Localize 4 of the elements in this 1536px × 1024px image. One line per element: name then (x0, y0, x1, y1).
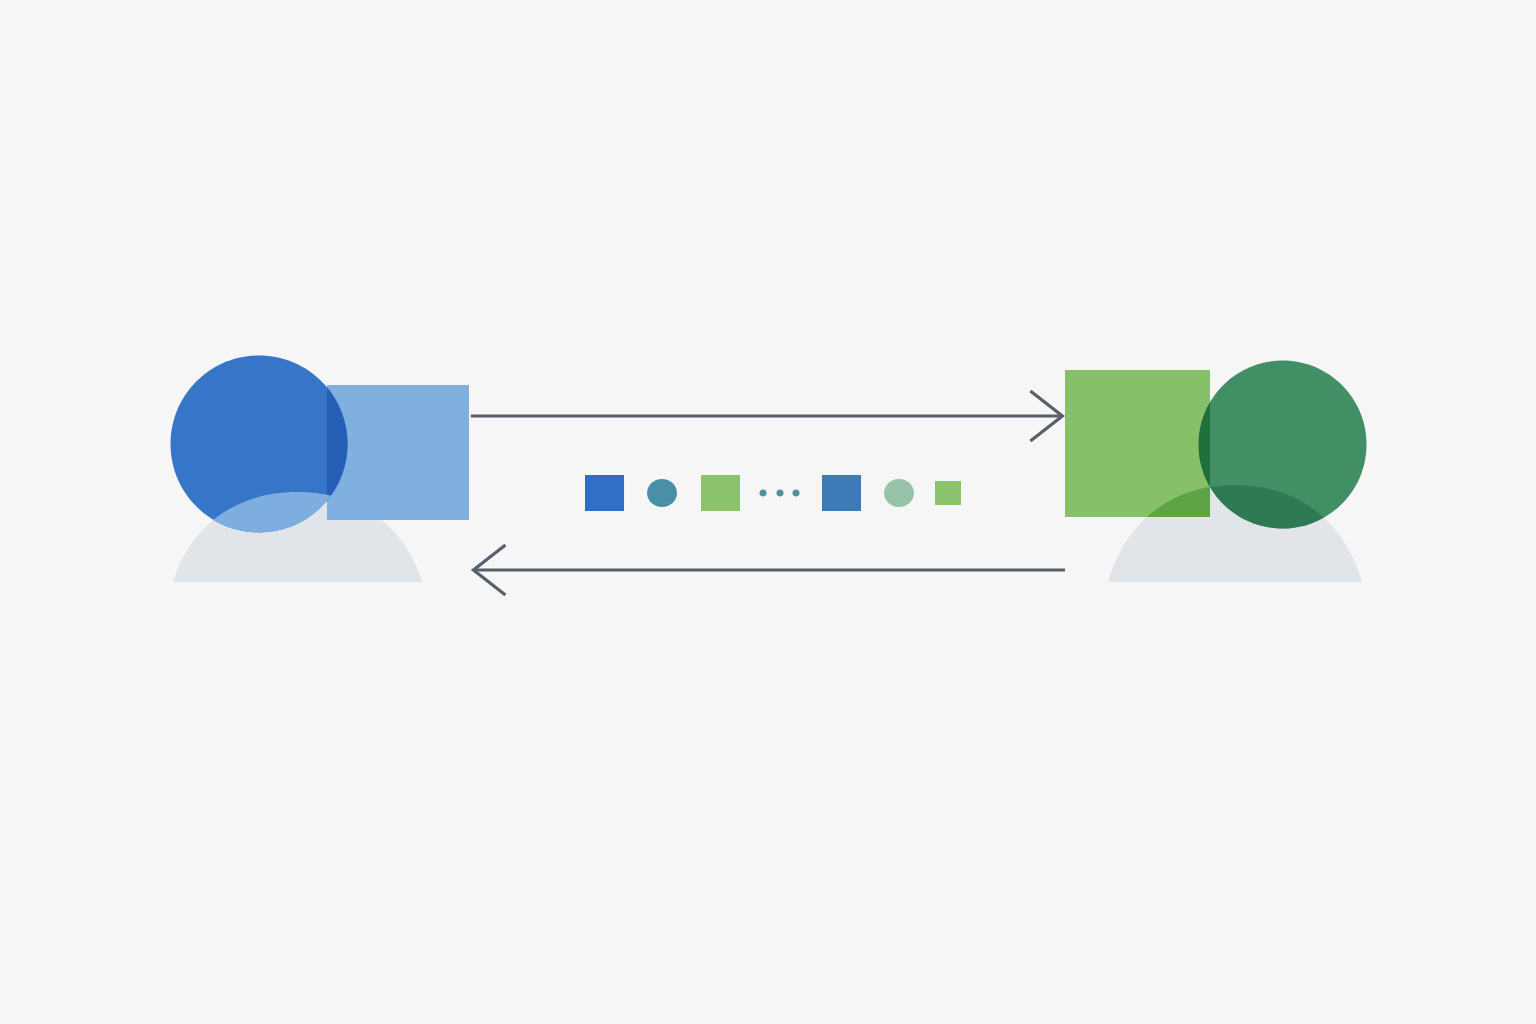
person-figure (170, 355, 469, 582)
person-figure (1065, 360, 1367, 582)
arrow (470, 543, 1065, 597)
arrow (470, 389, 1065, 443)
